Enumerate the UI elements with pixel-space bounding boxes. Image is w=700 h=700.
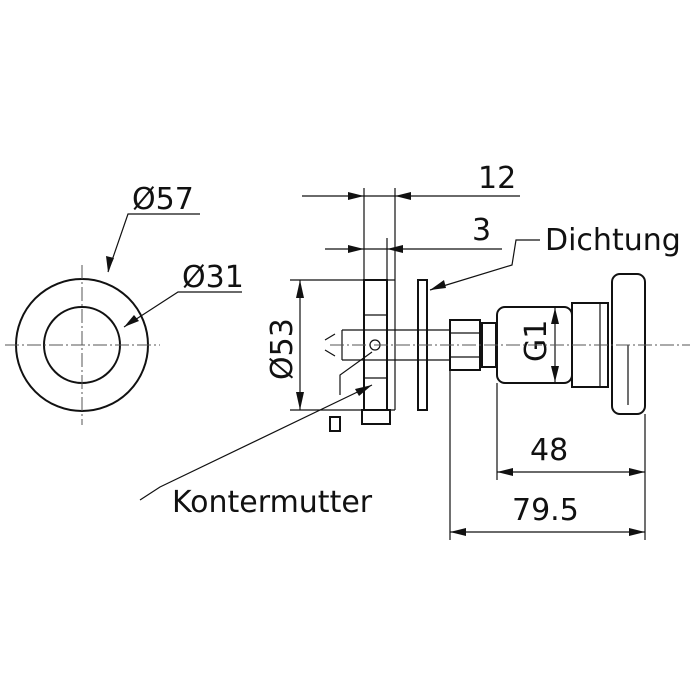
dim-12-label: 12 [478, 161, 516, 196]
side-view: 12 3 Ø53 Dichtung G1 [139, 161, 690, 540]
flange-diameter-label: Ø53 [265, 318, 300, 380]
front-view: Ø57 Ø31 [5, 182, 244, 425]
gasket-label: Dichtung [545, 223, 681, 258]
dim-3-label: 3 [472, 213, 491, 248]
thread-label: G1 [519, 320, 554, 362]
dim-79-5-label: 79.5 [512, 493, 579, 528]
lock-nut-label: Kontermutter [172, 485, 373, 520]
dim-48-label: 48 [530, 433, 568, 468]
inner-diameter-label: Ø31 [182, 260, 244, 295]
outer-diameter-label: Ø57 [132, 182, 194, 217]
